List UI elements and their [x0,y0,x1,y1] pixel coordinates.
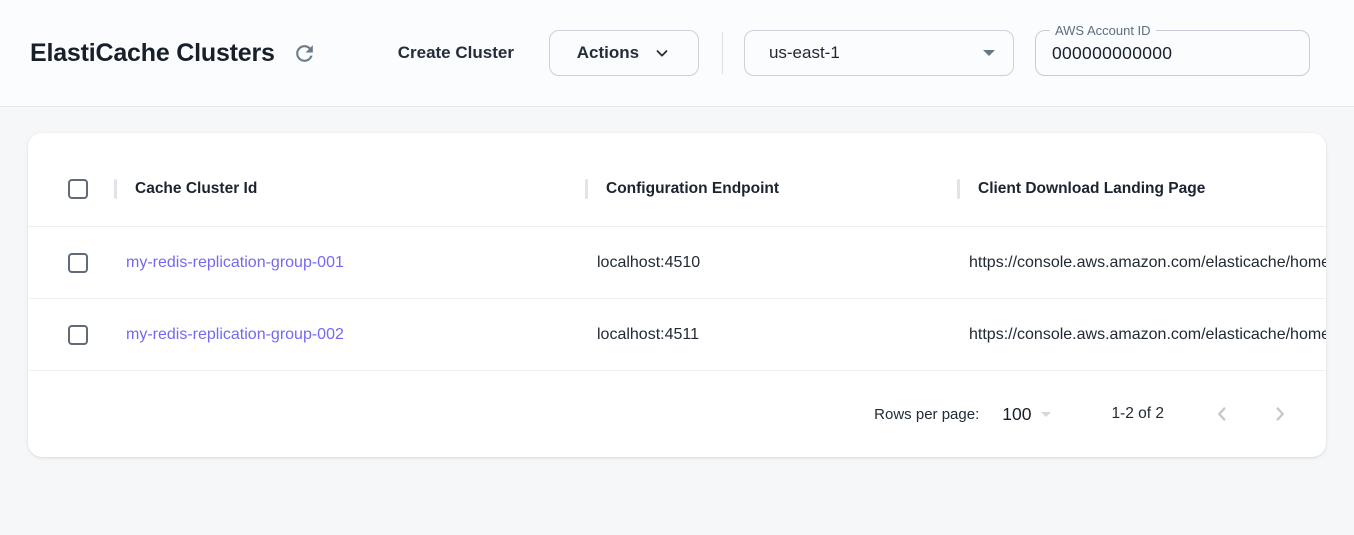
triangle-down-icon [1041,411,1052,417]
row-checkbox[interactable] [68,324,88,345]
header-divider [721,32,723,74]
configuration-endpoint-value: localhost:4511 [597,325,699,343]
configuration-endpoint-value: localhost:4510 [597,253,701,271]
rows-per-page-select[interactable]: 100 [1002,403,1052,425]
region-select[interactable]: us-east-1 [743,30,1014,76]
row-checkbox[interactable] [68,252,88,273]
pagination-range-label: 1-2 of 2 [1111,405,1164,422]
page-title: ElastiCache Clusters [30,38,275,67]
aws-account-id-field: AWS Account ID [1034,23,1310,76]
table-row: my-redis-replication-group-002 localhost… [28,299,1326,371]
select-all-checkbox[interactable] [68,178,88,199]
chevron-right-icon [1269,403,1291,425]
topbar: ElastiCache Clusters Create Cluster Acti… [0,0,1354,107]
content-area: Cache Cluster Id Configuration Endpoint … [0,107,1354,457]
cache-cluster-id-link[interactable]: my-redis-replication-group-001 [126,253,344,271]
clusters-table-card: Cache Cluster Id Configuration Endpoint … [28,133,1326,457]
column-separator[interactable] [957,178,960,199]
table-row: my-redis-replication-group-001 localhost… [28,227,1326,299]
table-pagination: Rows per page: 100 1-2 of 2 [28,371,1326,457]
create-cluster-button[interactable]: Create Cluster [397,43,514,62]
client-download-landing-page-value: https://console.aws.amazon.com/elasticac… [969,253,1326,271]
region-select-value: us-east-1 [768,43,840,62]
chevron-left-icon [1211,403,1233,425]
cache-cluster-id-link[interactable]: my-redis-replication-group-002 [126,325,344,343]
column-header-cache-cluster-id[interactable]: Cache Cluster Id [114,178,585,199]
client-download-landing-page-value: https://console.aws.amazon.com/elasticac… [969,325,1326,343]
rows-per-page-value: 100 [1002,403,1032,424]
column-separator[interactable] [114,178,117,199]
triangle-down-icon [982,50,995,56]
refresh-icon [292,41,317,66]
aws-account-id-input[interactable] [1035,31,1309,75]
actions-button[interactable]: Actions [548,30,699,76]
actions-button-label: Actions [576,43,640,62]
refresh-button[interactable] [288,36,322,70]
aws-account-id-label: AWS Account ID [1049,23,1156,38]
column-separator[interactable] [585,178,588,199]
column-header-client-download-landing-page[interactable]: Client Download Landing Page [957,178,1326,199]
rows-per-page-label: Rows per page: [874,405,980,423]
next-page-button[interactable] [1260,394,1300,434]
table-header-row: Cache Cluster Id Configuration Endpoint … [28,151,1326,227]
chevron-down-icon [653,44,671,62]
previous-page-button[interactable] [1202,394,1242,434]
column-header-configuration-endpoint[interactable]: Configuration Endpoint [585,178,957,199]
